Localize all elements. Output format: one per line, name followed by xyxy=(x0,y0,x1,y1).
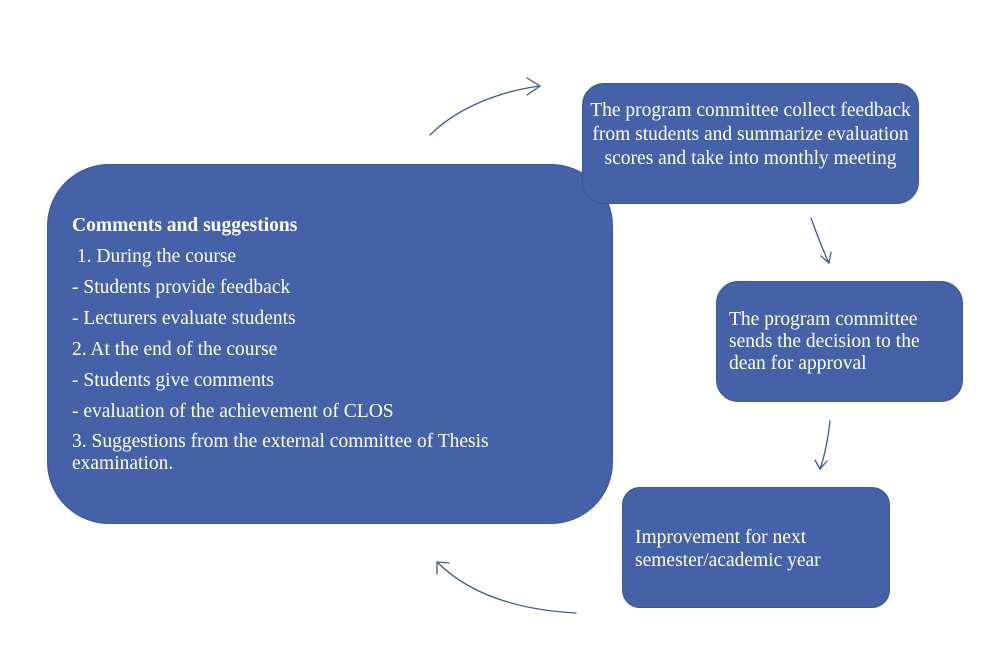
main-box-line: - Students give comments xyxy=(72,370,275,391)
arrow-dean-to-improvement xyxy=(814,420,831,470)
main-box-line: - Lecturers evaluate students xyxy=(72,308,296,329)
dean-approval-box: The program committee sends the decision… xyxy=(716,281,963,402)
improvement-box: Improvement for next semester/academic y… xyxy=(622,487,890,608)
collect-feedback-text: The program committee collect feedback f… xyxy=(590,100,911,169)
comments-suggestions-box: Comments and suggestions 1. During the c… xyxy=(47,164,613,524)
arrow-collect-to-dean xyxy=(810,217,832,264)
main-box-line: - Students provide feedback xyxy=(72,277,291,298)
main-box-line: - evaluation of the achievement of CLOS xyxy=(72,401,394,422)
main-box-heading: Comments and suggestions xyxy=(72,215,298,236)
dean-approval-text: The program committee sends the decision… xyxy=(729,309,920,374)
main-box-line: 1. During the course xyxy=(72,246,237,267)
arrow-improvement-to-main xyxy=(436,561,577,614)
main-box-line: 3. Suggestions from the external committ… xyxy=(72,431,489,474)
main-box-line: 2. At the end of the course xyxy=(72,339,278,360)
arrow-main-to-collect xyxy=(429,77,541,136)
collect-feedback-box: The program committee collect feedback f… xyxy=(582,83,919,204)
improvement-text: Improvement for next semester/academic y… xyxy=(635,527,821,571)
